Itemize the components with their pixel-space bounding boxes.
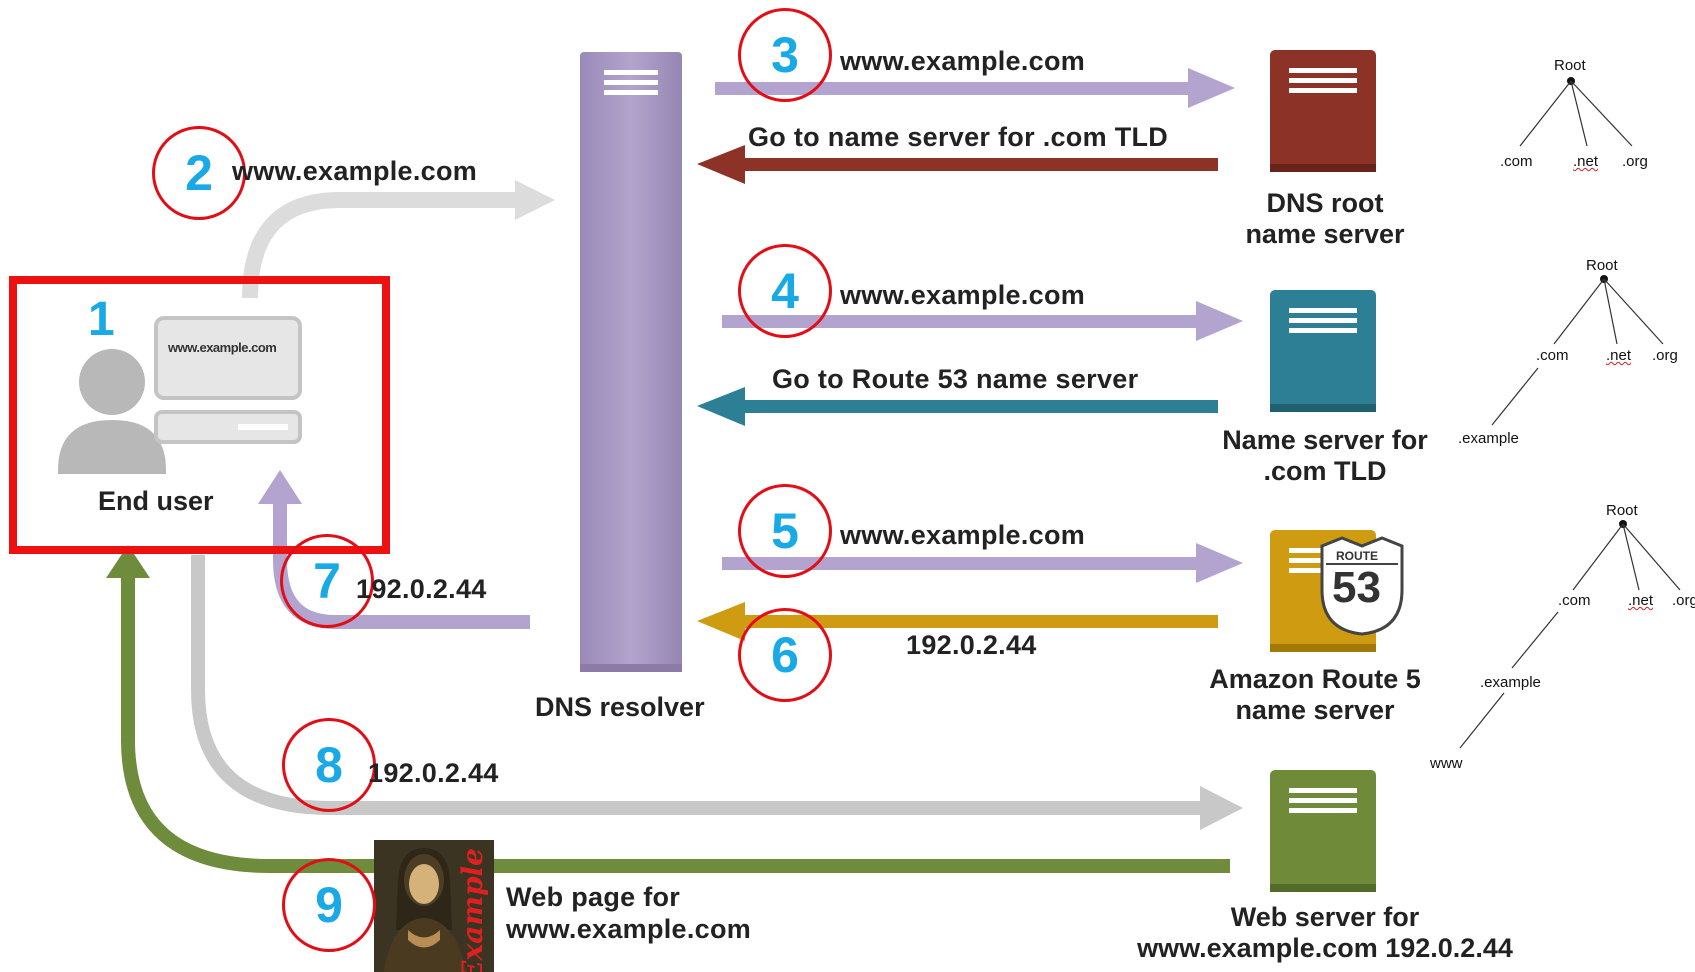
step-7-marker: 7 [280, 534, 374, 628]
arrow-step-6 [697, 602, 1218, 641]
root-server-label-line1: DNS root [1266, 188, 1384, 218]
web-server-label-line1: Web server for [1230, 902, 1420, 932]
tree1-root: Root [1554, 57, 1586, 74]
tld-server-label: Name server for .com TLD [1195, 425, 1455, 487]
route53-shield-top: ROUTE [1336, 549, 1378, 563]
step-7-number: 7 [313, 553, 341, 609]
message-step-4-reply: Go to Route 53 name server [772, 364, 1139, 394]
message-step-9-line2: www.example.com [506, 914, 752, 944]
step-1-number: 1 [88, 293, 115, 346]
step-2-marker: 2 [152, 126, 246, 220]
route53-shield-icon [1320, 536, 1404, 636]
message-step-8: 192.0.2.44 [368, 758, 499, 788]
web-page-image [374, 840, 494, 972]
step-4-number: 4 [771, 263, 799, 319]
route53-shield-number: 53 [1332, 563, 1381, 612]
web-server-label: Web server for www.example.com 192.0.2.4… [1100, 902, 1550, 964]
step-6-marker: 6 [738, 608, 832, 702]
message-step-5: www.example.com [840, 520, 1086, 550]
tree1-org: .org [1622, 153, 1648, 170]
arrow-step-3-reply [697, 145, 1218, 184]
dns-resolver-label: DNS resolver [535, 692, 705, 722]
tree3-org: .org [1672, 592, 1695, 609]
arrow-step-2 [242, 180, 555, 299]
web-page-image-word: Example [456, 848, 489, 972]
tree3-com: .com [1558, 592, 1591, 609]
tld-server-label-line2: .com TLD [1263, 456, 1387, 486]
tree2-root: Root [1586, 257, 1618, 274]
arrow-step-3 [715, 68, 1235, 108]
screen-url-text: www.example.com [168, 340, 277, 355]
tree2-org: .org [1652, 347, 1678, 364]
tree3-example: .example [1480, 674, 1541, 691]
tree3-root: Root [1606, 502, 1638, 519]
root-server-label: DNS root name server [1205, 188, 1445, 250]
end-user-label: End user [98, 486, 214, 516]
step-9-marker: 9 [282, 858, 376, 952]
message-step-6: 192.0.2.44 [906, 630, 1037, 660]
tld-server-icon [1270, 290, 1376, 412]
step-5-marker: 5 [738, 484, 832, 578]
route53-server-label: Amazon Route 5 name server [1190, 664, 1440, 726]
tree3-net: .net [1628, 592, 1654, 609]
dns-resolver-column [580, 52, 682, 672]
tree2-example: .example [1458, 430, 1519, 447]
tree3-www: www [1430, 755, 1463, 772]
web-server-label-line2: www.example.com 192.0.2.44 [1137, 933, 1513, 963]
computer-icon [154, 316, 302, 444]
arrow-step-4-reply [697, 387, 1218, 426]
tree2-net: .net [1606, 347, 1632, 364]
arrow-step-5 [722, 543, 1243, 583]
dns-tree-1 [1519, 77, 1633, 147]
end-user-highlight [9, 276, 390, 554]
message-step-4: www.example.com [840, 280, 1086, 310]
step-5-number: 5 [771, 503, 799, 559]
step-4-marker: 4 [738, 244, 832, 338]
dns-root-server-icon [1270, 50, 1376, 172]
step-8-number: 8 [315, 737, 343, 793]
route53-server-label-line2: name server [1235, 695, 1395, 725]
step-3-marker: 3 [738, 8, 832, 102]
dns-tree-2 [1491, 275, 1664, 426]
user-icon [58, 349, 166, 474]
step-6-number: 6 [771, 627, 799, 683]
message-step-2: www.example.com [232, 156, 478, 186]
message-step-7: 192.0.2.44 [356, 574, 487, 604]
web-page-image-frame: Example [374, 840, 494, 972]
step-9-number: 9 [315, 877, 343, 933]
message-step-3: www.example.com [840, 46, 1086, 76]
tree2-com: .com [1536, 347, 1569, 364]
dns-tree-3 [1459, 520, 1681, 749]
tree1-net: .net [1573, 153, 1599, 170]
step-2-number: 2 [185, 145, 213, 201]
web-server-icon [1270, 770, 1376, 892]
root-server-label-line2: name server [1245, 219, 1405, 249]
message-step-3-reply: Go to name server for .com TLD [748, 122, 1169, 152]
step-3-number: 3 [771, 27, 799, 83]
tld-server-label-line1: Name server for [1222, 425, 1428, 455]
message-step-9-line1: Web page for [506, 882, 681, 912]
arrow-step-9 [106, 545, 1230, 873]
route53-server-label-line1: Amazon Route 5 [1209, 664, 1421, 694]
tree1-com: .com [1500, 153, 1533, 170]
step-8-marker: 8 [282, 718, 376, 812]
arrow-step-4 [722, 301, 1243, 341]
